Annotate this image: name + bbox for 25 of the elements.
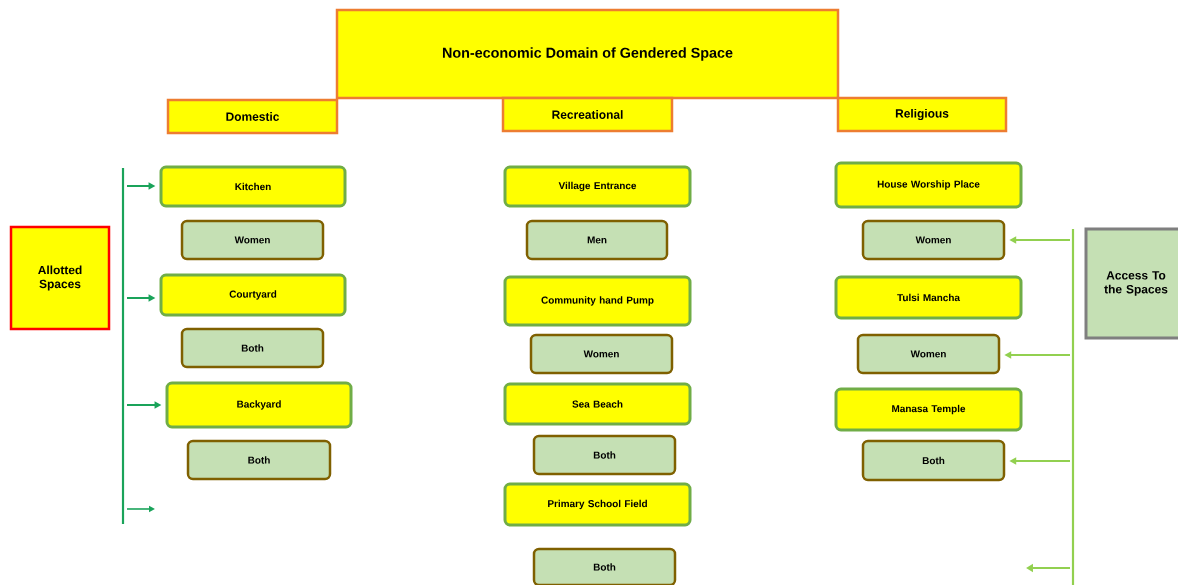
place-box: Backyard	[165, 381, 353, 429]
group-box: Both	[180, 327, 325, 369]
group-box: Both	[861, 439, 1006, 482]
group-box: Both	[186, 439, 332, 481]
place-box: Tulsi Mancha	[834, 275, 1023, 320]
label-box: Allotted Spaces	[9, 225, 111, 331]
place-box: Primary School Field	[503, 482, 692, 527]
place-box: Village Entrance	[503, 165, 692, 208]
group-box: Both	[532, 547, 677, 585]
label-box: Access To the Spaces	[1084, 227, 1178, 340]
place-box: Courtyard	[159, 273, 347, 317]
place-box: Community hand Pump	[503, 275, 692, 327]
group-box: Women	[856, 333, 1001, 375]
group-box: Women	[529, 333, 674, 375]
header-box: Religious	[836, 96, 1008, 133]
group-box: Women	[180, 219, 325, 261]
place-box: House Worship Place	[834, 161, 1023, 209]
place-box: Sea Beach	[503, 382, 692, 426]
group-box: Men	[525, 219, 669, 261]
group-box: Women	[861, 219, 1006, 261]
header-box: Domestic	[166, 98, 339, 135]
place-box: Manasa Temple	[834, 387, 1023, 432]
header-box: Recreational	[501, 96, 674, 133]
group-box: Both	[532, 434, 677, 476]
place-box: Kitchen	[159, 165, 347, 208]
